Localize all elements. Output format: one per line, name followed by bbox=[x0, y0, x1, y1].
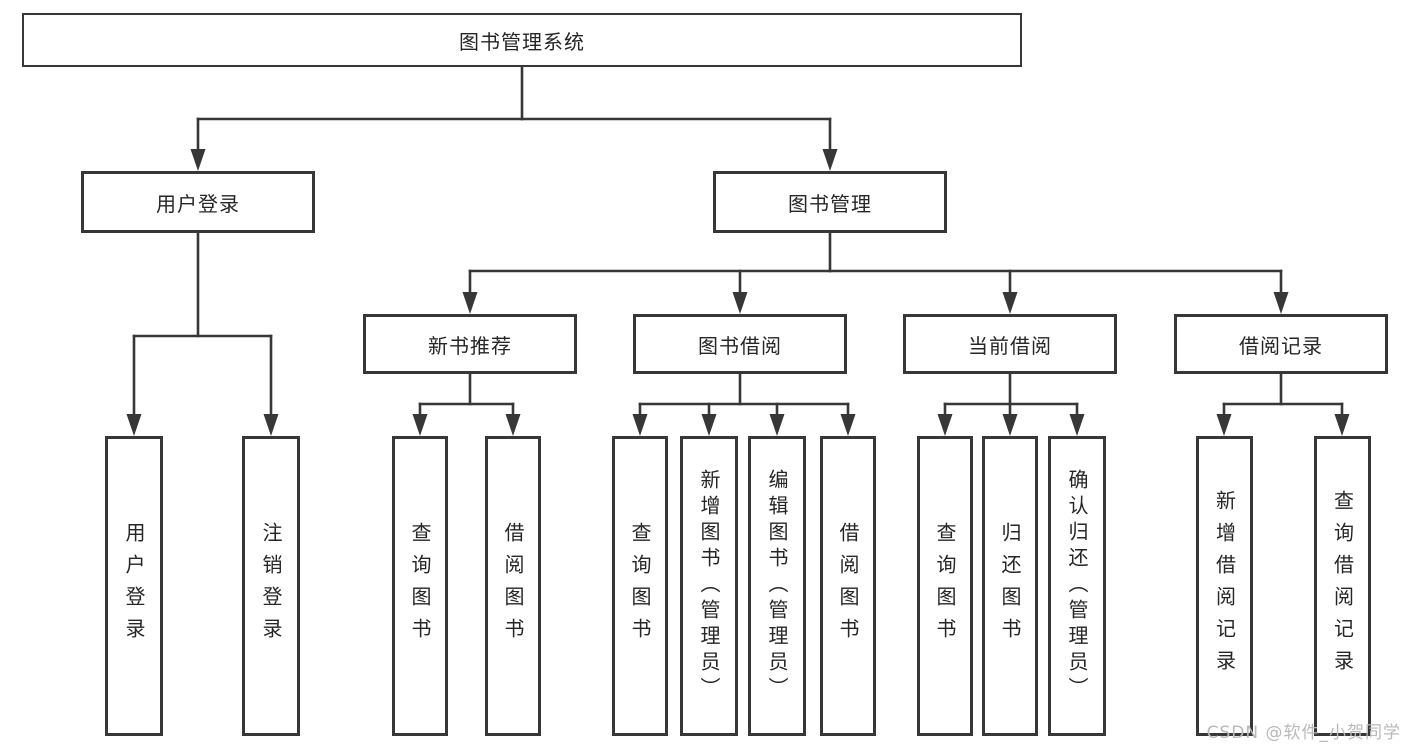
leaf-borrow-books-recommend: 借阅图书 bbox=[485, 436, 541, 736]
leaf-query-books-borrow: 查询图书 bbox=[612, 436, 668, 736]
node-label: 图书借阅 bbox=[698, 333, 782, 358]
node-borrow-records: 借阅记录 bbox=[1174, 314, 1388, 374]
node-label: 图书管理系统 bbox=[459, 29, 585, 54]
leaf-query-books-recommend: 查询图书 bbox=[392, 436, 448, 736]
node-current-borrow: 当前借阅 bbox=[903, 314, 1117, 374]
leaf-label: 新增图书（管理员） bbox=[697, 469, 721, 703]
leaf-edit-books-admin: 编辑图书（管理员） bbox=[748, 436, 806, 736]
leaf-return-books: 归还图书 bbox=[982, 436, 1038, 736]
leaf-label: 归还图书 bbox=[998, 522, 1022, 650]
node-label: 当前借阅 bbox=[968, 333, 1052, 358]
leaf-borrow-books: 借阅图书 bbox=[820, 436, 876, 736]
node-label: 新书推荐 bbox=[428, 333, 512, 358]
node-new-book-recommend: 新书推荐 bbox=[363, 314, 577, 374]
leaf-label: 用户登录 bbox=[122, 522, 146, 650]
leaf-logout-login: 注销登录 bbox=[242, 436, 300, 736]
leaf-query-borrow-record: 查询借阅记录 bbox=[1314, 436, 1371, 736]
leaf-add-books-admin: 新增图书（管理员） bbox=[680, 436, 738, 736]
csdn-watermark: CSDN @软件_小贺同学 bbox=[1206, 723, 1401, 743]
leaf-label: 新增借阅记录 bbox=[1212, 490, 1237, 682]
node-label: 图书管理 bbox=[788, 191, 872, 216]
leaf-label: 借阅图书 bbox=[501, 522, 525, 650]
leaf-label: 查询借阅记录 bbox=[1330, 490, 1355, 682]
node-label: 借阅记录 bbox=[1239, 333, 1323, 358]
leaf-label: 查询图书 bbox=[933, 522, 957, 650]
leaf-label: 查询图书 bbox=[628, 522, 652, 650]
leaf-confirm-return-admin: 确认归还（管理员） bbox=[1048, 436, 1106, 736]
node-library-management-system: 图书管理系统 bbox=[22, 13, 1022, 67]
leaf-query-books-current: 查询图书 bbox=[917, 436, 973, 736]
node-book-borrow: 图书借阅 bbox=[633, 314, 847, 374]
node-user-login: 用户登录 bbox=[81, 171, 315, 233]
leaf-label: 借阅图书 bbox=[836, 522, 860, 650]
leaf-user-login: 用户登录 bbox=[105, 436, 163, 736]
leaf-label: 注销登录 bbox=[259, 522, 283, 650]
leaf-label: 确认归还（管理员） bbox=[1065, 469, 1089, 703]
node-label: 用户登录 bbox=[156, 191, 240, 216]
leaf-label: 查询图书 bbox=[408, 522, 432, 650]
node-book-management: 图书管理 bbox=[713, 171, 947, 233]
leaf-add-borrow-record: 新增借阅记录 bbox=[1196, 436, 1253, 736]
leaf-label: 编辑图书（管理员） bbox=[765, 469, 789, 703]
